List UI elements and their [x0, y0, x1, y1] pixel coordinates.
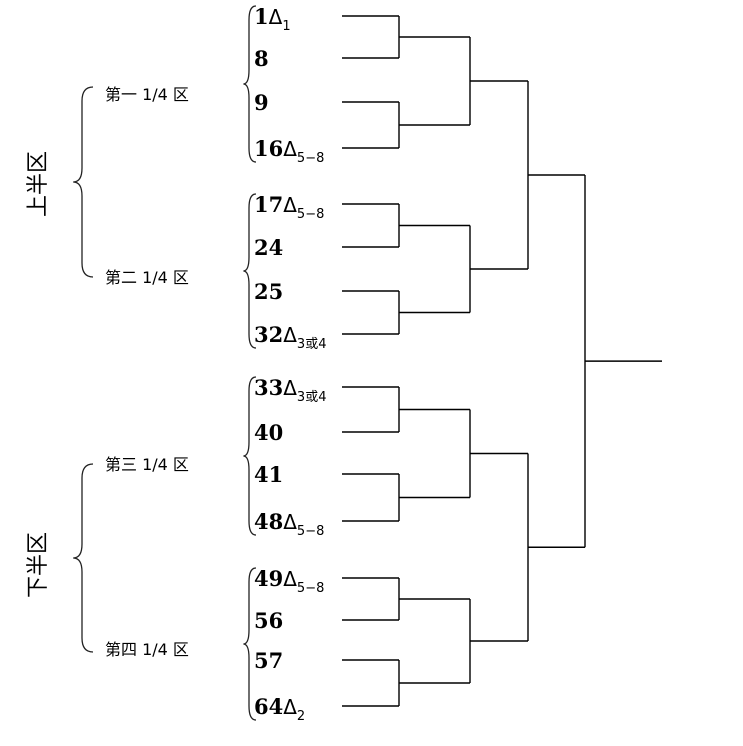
seed-number: 40 — [254, 420, 283, 445]
seed-labels: 1Δ18916Δ5−817Δ5−8242532Δ3或433Δ3或4404148Δ… — [254, 4, 326, 724]
quarter-seed-brace — [243, 193, 257, 349]
seed-label: 41 — [254, 462, 283, 487]
seed-number: 64 — [254, 694, 283, 719]
seed-label: 40 — [254, 420, 283, 445]
seed-number: 16 — [254, 136, 283, 161]
seed-label: 32Δ3或4 — [254, 322, 326, 352]
seed-label: 33Δ3或4 — [254, 375, 326, 405]
seed-label: 9 — [254, 90, 269, 115]
seed-number: 25 — [254, 279, 283, 304]
seed-number: 56 — [254, 608, 283, 633]
bracket-lines — [342, 15, 662, 707]
quarter-braces — [73, 86, 94, 653]
seed-label: 17Δ5−8 — [254, 192, 324, 222]
seed-label: 56 — [254, 608, 283, 633]
seed-label: 57 — [254, 648, 283, 673]
seed-number: 8 — [254, 46, 269, 71]
seed-triangle: Δ — [283, 376, 297, 400]
seed-triangle: Δ — [283, 695, 297, 719]
seed-triangle: Δ — [283, 323, 297, 347]
seed-number: 1 — [254, 4, 269, 29]
upper-half-brace — [73, 86, 94, 278]
seed-braces — [243, 5, 257, 721]
seed-number: 49 — [254, 566, 283, 591]
quarter-label-2: 第二 1/4 区 — [105, 268, 189, 287]
quarter-label-3: 第三 1/4 区 — [105, 455, 189, 474]
seed-subscript: 3或4 — [297, 390, 327, 405]
seed-number: 57 — [254, 648, 283, 673]
seed-label: 48Δ5−8 — [254, 509, 324, 539]
seed-number: 41 — [254, 462, 283, 487]
seed-number: 24 — [254, 235, 283, 260]
seed-triangle: Δ — [283, 510, 297, 534]
seed-triangle: Δ — [283, 193, 297, 217]
seed-subscript: 1 — [282, 19, 290, 34]
quarter-seed-brace — [243, 567, 257, 721]
seed-triangle: Δ — [269, 5, 283, 29]
seed-triangle: Δ — [283, 137, 297, 161]
seed-label: 25 — [254, 279, 283, 304]
quarter-seed-brace — [243, 5, 257, 163]
half-label-upper: 上半区 — [26, 151, 51, 217]
seed-subscript: 2 — [297, 709, 305, 724]
seed-triangle: Δ — [283, 567, 297, 591]
seed-number: 9 — [254, 90, 269, 115]
quarter-seed-brace — [243, 376, 257, 536]
seed-number: 32 — [254, 322, 283, 347]
seed-label: 24 — [254, 235, 283, 260]
quarter-label-4: 第四 1/4 区 — [105, 640, 189, 659]
seed-label: 64Δ2 — [254, 694, 305, 724]
seed-label: 16Δ5−8 — [254, 136, 324, 166]
seed-subscript: 3或4 — [297, 337, 327, 352]
seed-subscript: 5−8 — [297, 524, 324, 539]
seed-number: 17 — [254, 192, 283, 217]
seed-subscript: 5−8 — [297, 151, 324, 166]
seed-subscript: 5−8 — [297, 207, 324, 222]
quarter-label-1: 第一 1/4 区 — [105, 85, 189, 104]
seed-label: 1Δ1 — [254, 4, 291, 34]
seed-number: 33 — [254, 375, 283, 400]
lower-half-brace — [73, 463, 94, 653]
half-label-lower: 下半区 — [26, 532, 51, 598]
seed-number: 48 — [254, 509, 283, 534]
seed-subscript: 5−8 — [297, 581, 324, 596]
seed-label: 49Δ5−8 — [254, 566, 324, 596]
seed-label: 8 — [254, 46, 269, 71]
